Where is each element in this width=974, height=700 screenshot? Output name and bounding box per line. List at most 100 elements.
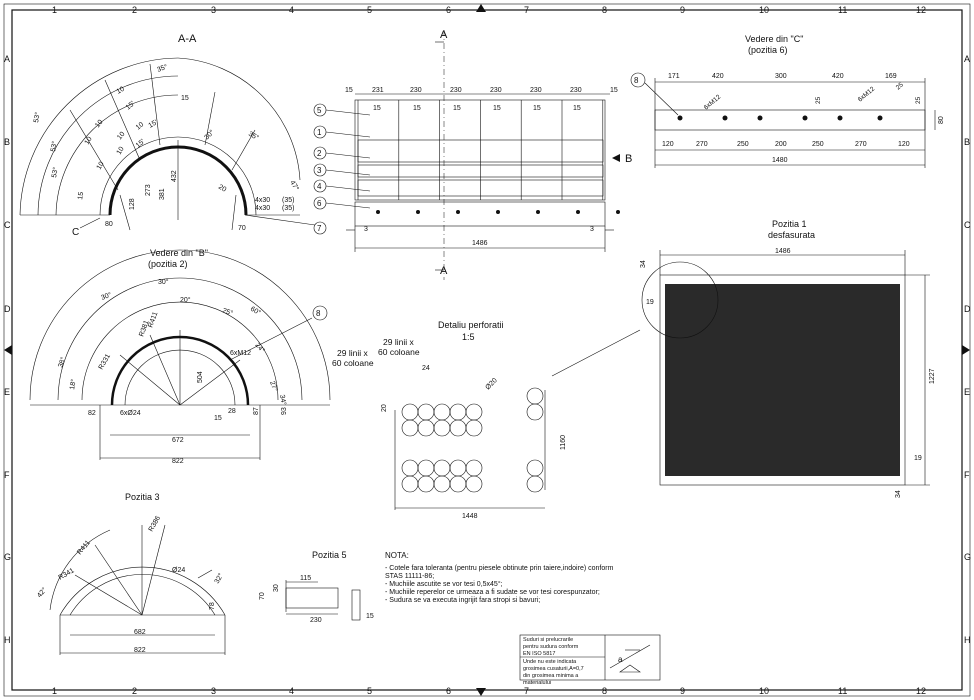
section-a-a-dim: 10 xyxy=(116,131,126,142)
section-a-a-dim: 10 xyxy=(84,136,94,146)
pozitia-1-subtitle: desfasurata xyxy=(768,230,815,240)
center-mark-bottom xyxy=(476,688,486,696)
pozitia-1-dim: 1486 xyxy=(775,248,791,255)
pozitia-1-dim: 1227 xyxy=(929,368,936,384)
perforation-hole xyxy=(417,459,435,477)
perforation-hole xyxy=(417,419,435,437)
view-b-dim: R411 xyxy=(147,311,159,329)
perforated-sheet-outline xyxy=(659,274,906,486)
view-b-marker: B xyxy=(625,153,632,165)
callout-number: 5 xyxy=(317,106,322,115)
pozitia-1-title: Pozitia 1 xyxy=(772,219,807,229)
bolt-hole xyxy=(677,115,683,121)
section-a-a-dim: 53° xyxy=(50,166,60,178)
perforation-hole xyxy=(449,403,467,421)
bolt-hole xyxy=(757,115,763,121)
callout-number: 2 xyxy=(317,149,322,158)
assembly-dim-top: 230 xyxy=(450,87,462,94)
grid-column-label-top: 1 xyxy=(52,5,57,15)
section-a-a-dim: 30° xyxy=(203,128,216,141)
callout-leader xyxy=(325,109,371,116)
grid-column-label-bottom: 11 xyxy=(838,686,847,696)
grid-column-label-bottom: 9 xyxy=(680,686,685,696)
section-a-a-dim: 10 xyxy=(116,86,126,96)
perforation-hole xyxy=(433,419,451,437)
notes: NOTA: xyxy=(385,551,409,560)
grid-row-label-left: H xyxy=(4,635,11,645)
notes-heading: NOTA: xyxy=(385,551,409,560)
weld-box-line: din grosimea minima a xyxy=(523,673,579,679)
section-a-a-dim: 15' xyxy=(148,119,159,130)
pozitia-3-dim: R386 xyxy=(148,515,162,533)
section-a-a-dim: 273 xyxy=(145,184,152,196)
grid-column-label-top: 9 xyxy=(680,5,685,15)
section-a-a: A-A C xyxy=(19,33,316,238)
pozitia-5-dim: 15 xyxy=(366,613,374,620)
view-c-dim-top: 300 xyxy=(775,73,787,80)
section-a-a-dim: (35) xyxy=(282,197,294,204)
section-a-a-dim: 70 xyxy=(238,225,246,232)
grid-row-label-right: E xyxy=(964,387,970,397)
grid-row-label-left: C xyxy=(4,220,11,230)
note-line: - Muchiile ascutite se vor tesi 0,5x45°; xyxy=(385,580,503,588)
weld-box-line: grosimea cusaturii,A=0,7 xyxy=(523,666,584,672)
view-b-dim: 15 xyxy=(214,415,222,422)
section-a-a-dim: (35) xyxy=(282,205,294,212)
view-c-dim-bottom: 120 xyxy=(662,141,674,148)
assembly-side-label: 3 xyxy=(364,226,368,233)
grid-column-label-top: 8 xyxy=(602,5,607,15)
pozitia-1-dim: 19 xyxy=(646,299,654,306)
pozitia-5-dim: 30 xyxy=(273,584,280,592)
assembly-dim-top: 15 xyxy=(345,87,353,94)
view-b-dim: 87 xyxy=(253,407,260,415)
pozitia-3-dim: 822 xyxy=(134,647,146,654)
detail-scale: 1:5 xyxy=(462,332,475,342)
pozitia-5-dim: 115 xyxy=(300,575,311,582)
section-a-a-dim: 80 xyxy=(105,221,113,228)
view-b-dim: 28 xyxy=(228,408,236,415)
pozitia-1-dim: 19 xyxy=(914,455,922,462)
section-a-a-dim: 15 xyxy=(77,191,85,200)
callout-leader xyxy=(325,185,371,192)
perforation-detail: Detaliu perforatii 1:5 29 linii x 60 col… xyxy=(332,320,641,510)
view-c-subtitle: (pozitia 6) xyxy=(748,45,788,55)
view-c-dim-top: 171 xyxy=(668,73,680,80)
grid-column-label-bottom: 8 xyxy=(602,686,607,696)
perforation-hole xyxy=(526,475,544,493)
grid-column-label-bottom: 12 xyxy=(916,686,926,696)
pozitia-5-title: Pozitia 5 xyxy=(312,550,347,560)
view-b-dim: 6xM12 xyxy=(230,350,251,357)
grid-row-label-left: E xyxy=(4,387,10,397)
view-b-dim: 27° xyxy=(268,380,279,393)
perforation-hole xyxy=(526,403,544,421)
view-b-dim: 18° xyxy=(68,378,78,390)
callout-leader xyxy=(644,82,679,116)
callout-number: 8 xyxy=(316,309,321,318)
perforation-dim: 24 xyxy=(422,365,430,372)
bolt-hole xyxy=(802,115,808,121)
weld-size-label: 15 xyxy=(373,105,381,112)
bolt-hole xyxy=(837,115,843,121)
perforation-dim: 1160 xyxy=(560,435,567,450)
view-b-dim: 6xØ24 xyxy=(120,410,141,417)
section-a-a-dim: 4x30 xyxy=(255,205,270,212)
section-a-a-dim: 432 xyxy=(171,170,178,182)
grid-row-label-right: A xyxy=(964,54,970,64)
view-c-dim: 25 xyxy=(815,96,822,104)
view-b-subtitle: (pozitia 2) xyxy=(148,259,188,269)
perforation-hole xyxy=(465,459,483,477)
perforation-hole xyxy=(433,459,451,477)
assembly-column-dividers xyxy=(357,100,620,214)
view-b-dim: 60° xyxy=(249,305,262,317)
detail-label-a2: 60 coloane xyxy=(378,347,420,357)
grid-column-label-bottom: 4 xyxy=(289,686,294,696)
pozitia-5: Pozitia 5 xyxy=(285,550,361,621)
